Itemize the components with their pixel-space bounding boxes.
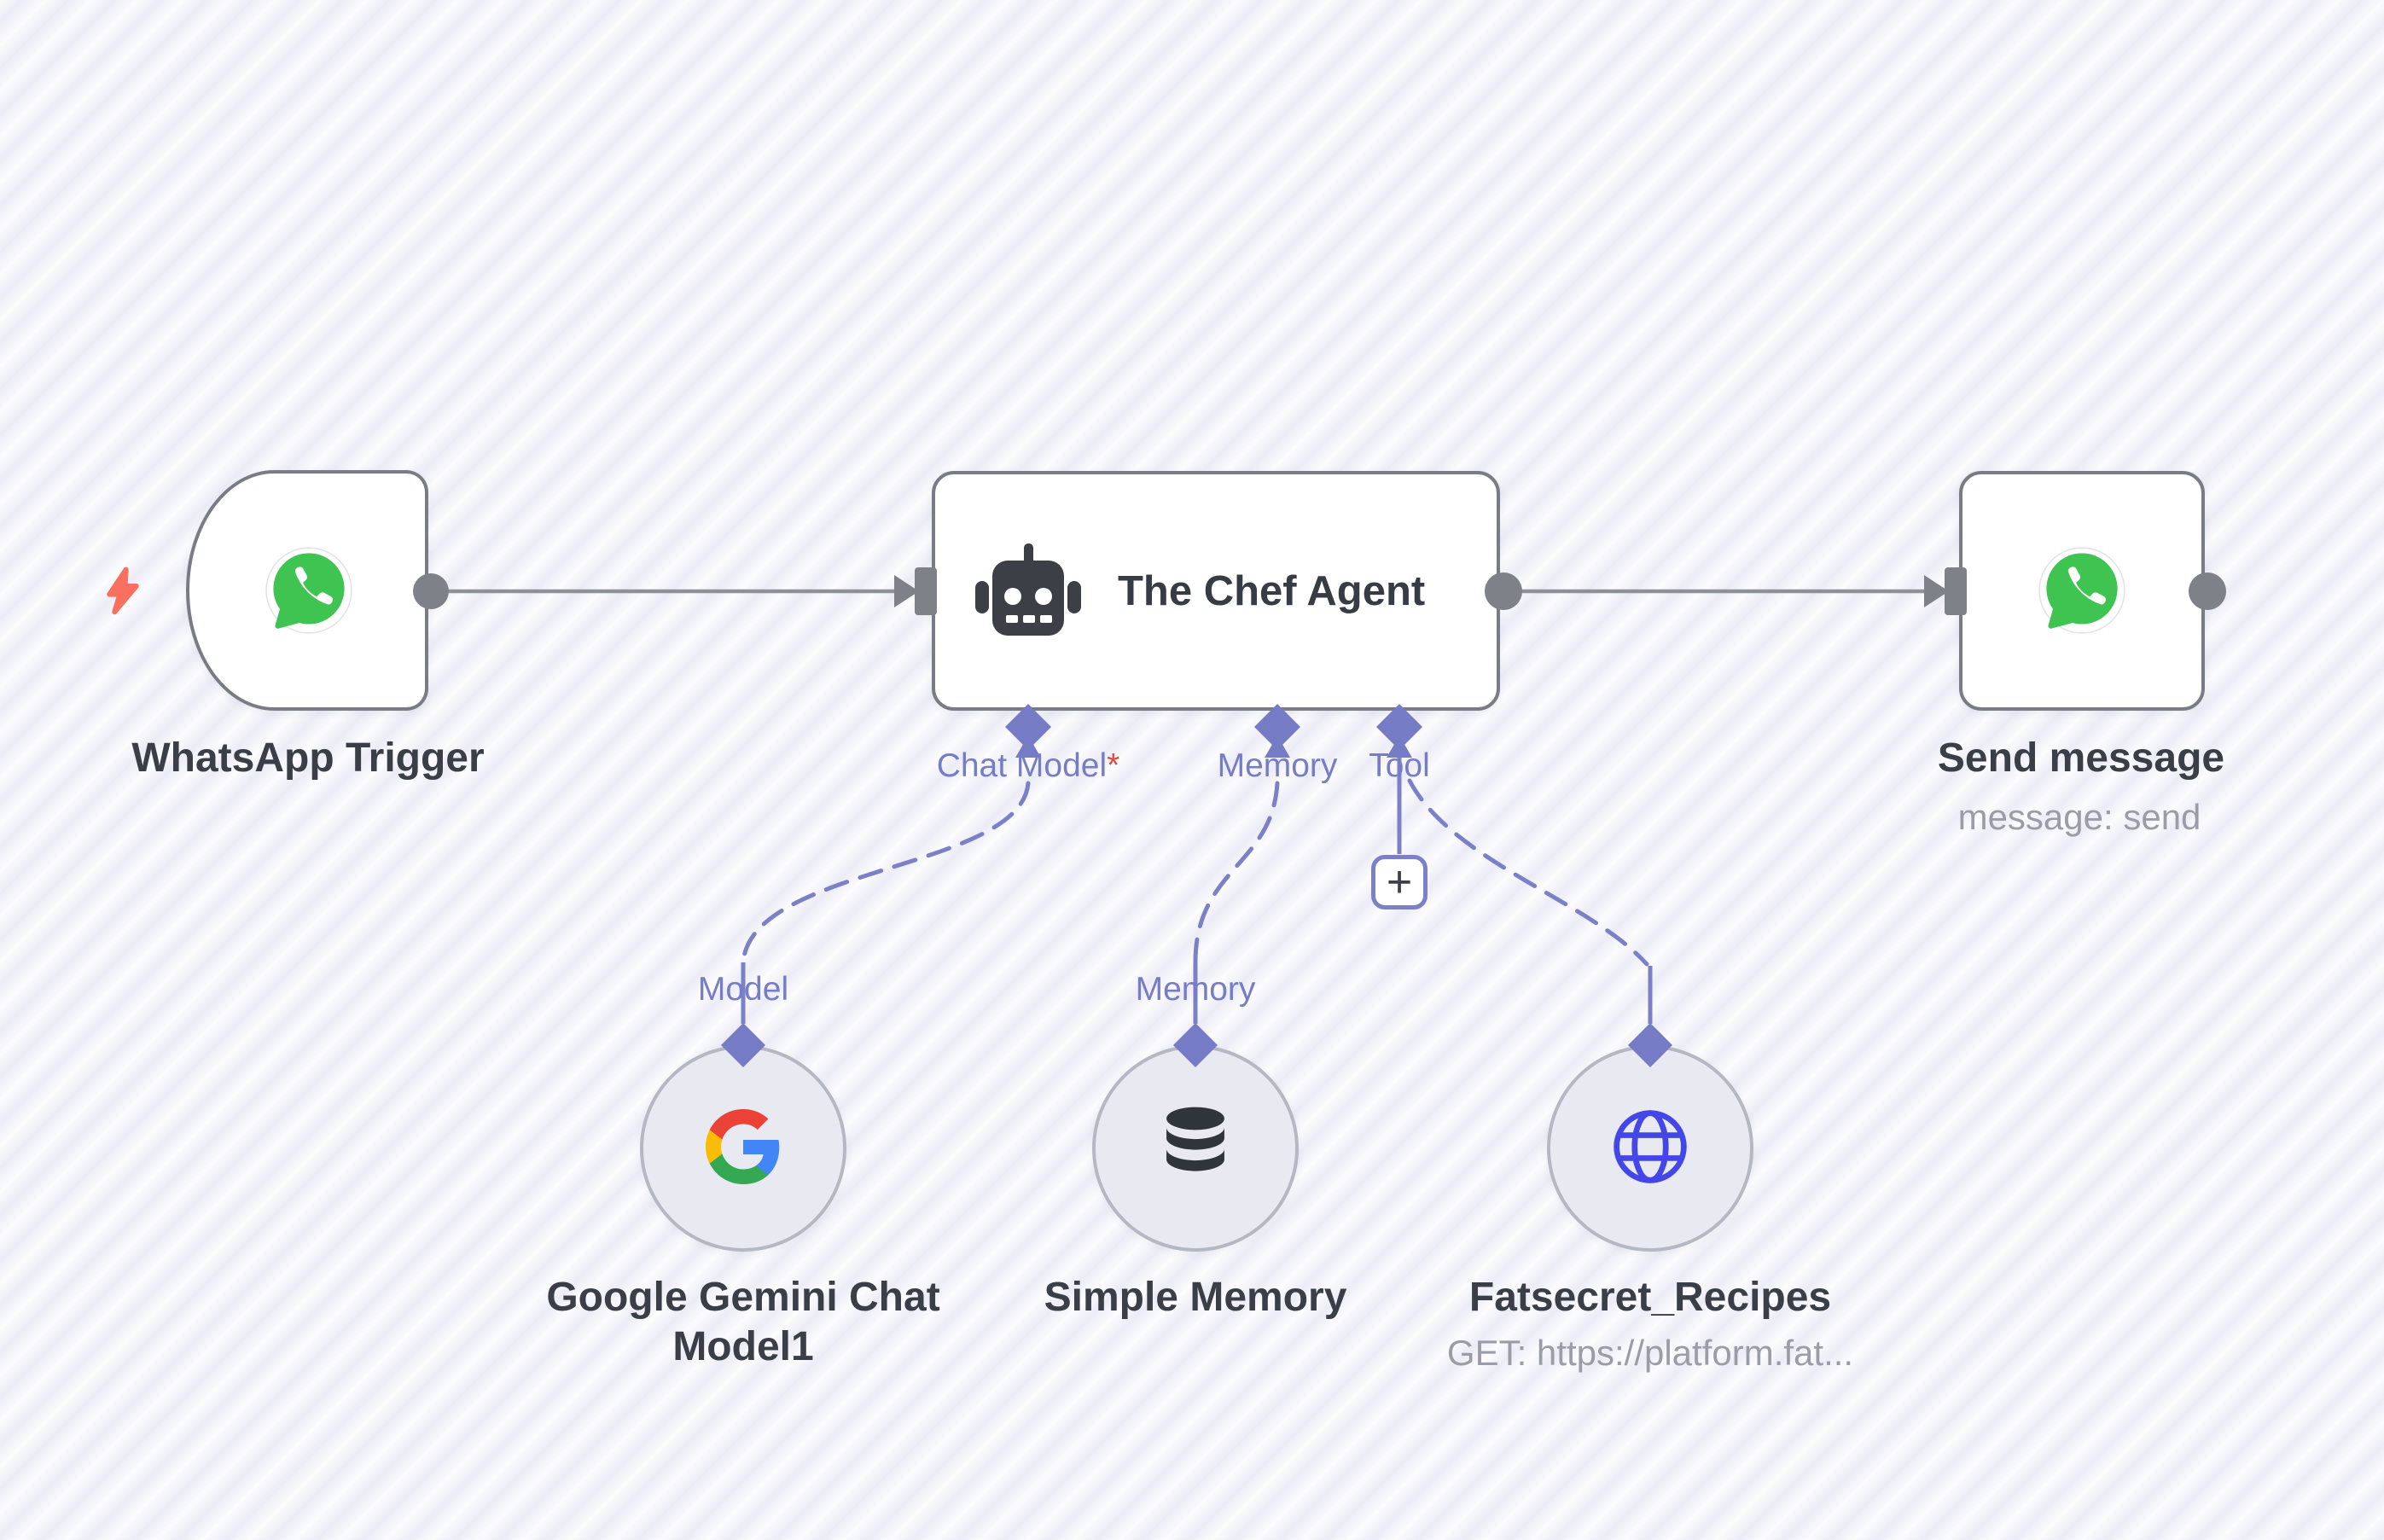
simple-memory-node[interactable] <box>1092 1045 1299 1252</box>
gemini-port-label-model: Model <box>697 971 789 1008</box>
agent-output-port[interactable] <box>1485 572 1522 610</box>
fatsecret-label: Fatsecret_Recipes <box>1468 1275 1832 1320</box>
gemini-model-port-diamond[interactable] <box>721 1023 765 1067</box>
lightning-trigger-icon <box>101 567 145 616</box>
input-arrow-icon <box>1924 575 1949 607</box>
agent-port-label-tool: Tool <box>1369 747 1430 784</box>
agent-tool-port-diamond[interactable] <box>1376 704 1422 750</box>
agent-chatmodel-port-diamond[interactable] <box>1005 704 1051 750</box>
agent-port-label-chat-model: Chat Model* <box>936 747 1120 784</box>
google-gemini-label: Google Gemini Chat Model1 <box>546 1275 940 1369</box>
agent-memory-port-diamond[interactable] <box>1254 704 1300 750</box>
google-gemini-node[interactable] <box>640 1045 846 1252</box>
globe-icon <box>1609 1106 1691 1192</box>
whatsapp-trigger-output-port[interactable] <box>413 573 449 609</box>
required-asterisk: * <box>1107 747 1120 784</box>
simplememory-memory-port-diamond[interactable] <box>1173 1023 1218 1067</box>
input-arrow-icon <box>894 575 919 607</box>
up-arrow-icon <box>1265 735 1290 758</box>
add-tool-button[interactable]: + <box>1371 855 1427 909</box>
send-message-label: Send message <box>1937 735 2225 781</box>
send-message-subtitle: message: send <box>1957 797 2201 837</box>
connection-memory-to-simplememory[interactable] <box>1193 781 1280 965</box>
connection-chatmodel-to-gemini[interactable] <box>741 781 1031 965</box>
fatsecret-recipes-node[interactable] <box>1547 1045 1753 1252</box>
agent-port-label-memory: Memory <box>1217 747 1338 784</box>
plus-icon: + <box>1386 857 1413 907</box>
whatsapp-trigger-label: WhatsApp Trigger <box>131 735 485 781</box>
database-icon <box>1156 1104 1235 1194</box>
fatsecret-tool-port-diamond[interactable] <box>1628 1023 1672 1067</box>
chef-agent-title: The Chef Agent <box>1118 567 1426 614</box>
send-message-input-port[interactable] <box>1945 567 1967 615</box>
up-arrow-icon <box>1015 735 1041 758</box>
google-icon <box>706 1108 781 1188</box>
agent-input-port[interactable] <box>915 567 937 615</box>
send-message-output-port[interactable] <box>2189 572 2226 610</box>
simplememory-port-label-memory: Memory <box>1135 971 1256 1008</box>
connection-tool-to-fatsecret[interactable] <box>1407 778 1649 967</box>
whatsapp-icon <box>265 546 353 635</box>
whatsapp-icon <box>2038 546 2126 635</box>
fatsecret-subtitle: GET: https://platform.fat... <box>1446 1333 1854 1373</box>
up-arrow-icon <box>1387 735 1412 758</box>
simple-memory-label: Simple Memory <box>1044 1275 1347 1320</box>
robot-agent-icon <box>975 543 1081 638</box>
